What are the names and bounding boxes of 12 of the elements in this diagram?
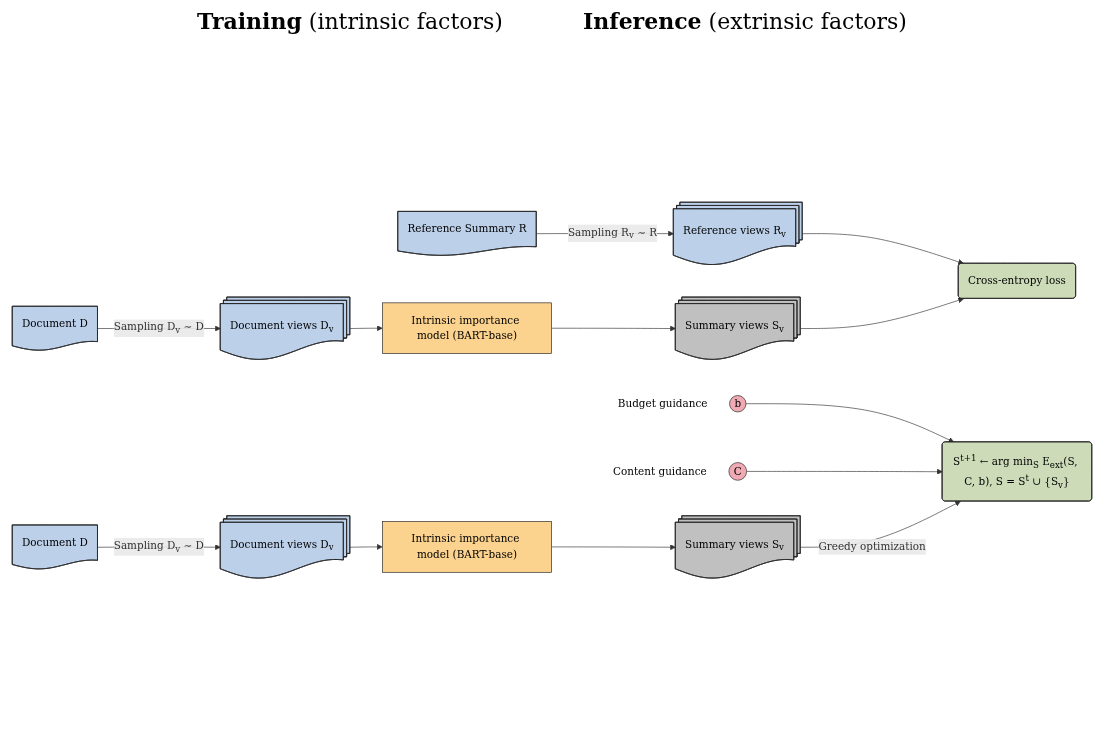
node-box: Intrinsic importance model (BART-base) <box>382 521 552 573</box>
node-box: Intrinsic importance model (BART-base) <box>382 302 552 355</box>
node-label: Budget guidance <box>617 397 708 410</box>
edge-label: Sampling D$_{v}$ ∼ D <box>113 539 204 555</box>
edge-label: Greedy optimization <box>818 540 926 554</box>
node-circle: b <box>729 395 747 413</box>
node-circle: C <box>728 462 747 481</box>
section-heading: Training (intrinsic factors) <box>197 8 503 34</box>
section-heading: Inference (extrinsic factors) <box>582 8 907 34</box>
node-label: Content guidance <box>612 465 707 478</box>
edge-label: Sampling D$_{v}$ ∼ D <box>113 321 204 336</box>
edge-label: Sampling R$_{v}$ ∼ R <box>567 226 658 241</box>
